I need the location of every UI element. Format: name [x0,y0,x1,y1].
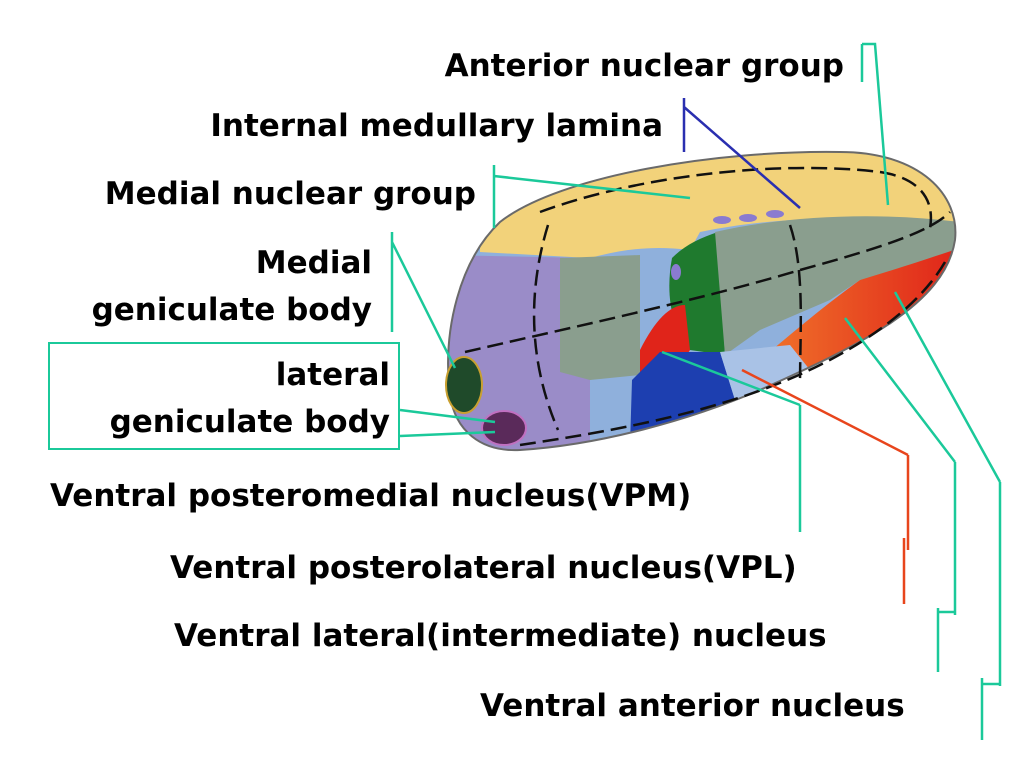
label-anterior-nuclear-group: Anterior nuclear group [444,48,844,84]
dash-middle [464,211,951,354]
dash-vertical [788,224,803,386]
label-internal-medullary-lamina: Internal medullary lamina [210,108,663,144]
label-ventral-lateral-nucleus: Ventral lateral(intermediate) nucleus [174,618,827,654]
leader-ventral-anterior [893,291,1002,740]
leader-vpl [741,368,910,604]
section-dashes [464,166,951,447]
medial-geniculate-body [445,356,483,414]
lamina-beads [671,210,784,280]
leader-anterior [860,42,890,206]
label-lateral-geniculate-line1: lateral [275,357,390,393]
lateral-geniculate-body [481,410,527,446]
thalamus-regions [448,151,956,451]
red-orange-region [760,248,956,380]
lamina-bead [713,216,731,224]
label-medial-geniculate-line1: Medial [255,245,372,281]
label-ventral-anterior-nucleus: Ventral anterior nucleus [480,688,905,724]
lamina-bead [766,210,784,218]
label-vpl: Ventral posterolateral nucleus(VPL) [170,550,797,586]
label-medial-geniculate-line2: geniculate body [91,292,372,328]
label-medial-nuclear-group: Medial nuclear group [104,176,476,212]
leader-ventral-lateral [844,317,957,672]
label-lateral-geniculate-line2: geniculate body [109,404,390,440]
gray-green-posterior [560,255,640,380]
leader-medial-geniculate [390,232,457,369]
lamina-bead [739,214,757,222]
lamina-bead [671,264,681,280]
leader-lamina [682,98,801,209]
lateral-geniculate-box [48,342,400,450]
leader-vpm [661,350,802,532]
leader-medial-group [492,165,691,228]
leader-lateral-geniculate [399,408,496,438]
label-vpm: Ventral posteromedial nucleus(VPM) [50,478,692,514]
dash-ventral [519,261,947,447]
gray-green-lateral [715,216,956,355]
dash-posterior [532,224,560,431]
lavender-region [448,255,590,451]
leader-lines [390,42,1002,740]
